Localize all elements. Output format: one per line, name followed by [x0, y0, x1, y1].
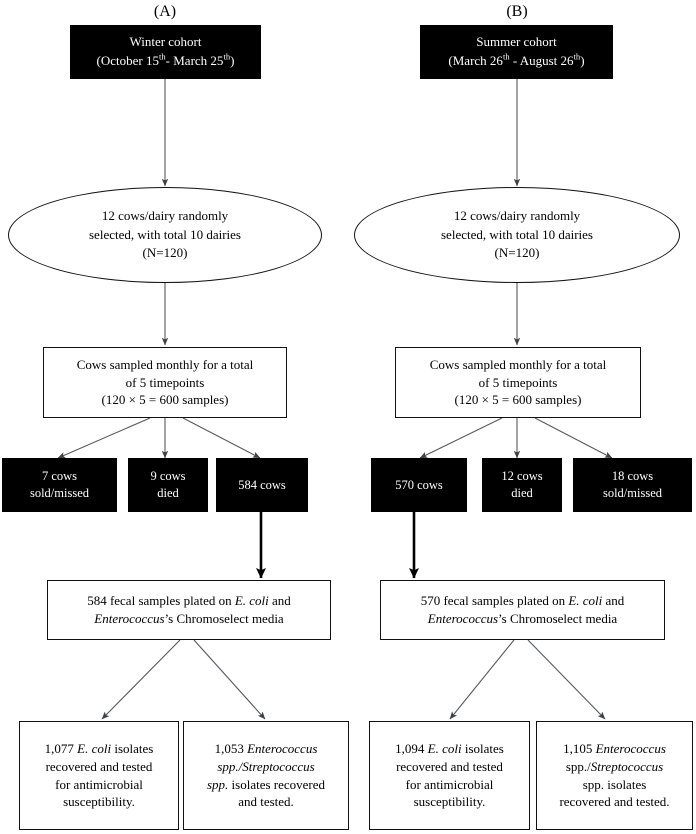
node-a-sampling-ellipse: 12 cows/dairy randomly selected, with to… — [8, 187, 322, 283]
node-b-attrition-remaining: 570 cows — [371, 458, 467, 512]
edge-b-timepoints-to-remaining — [419, 417, 503, 459]
node-b-attrition-2-line1: 18 cows — [611, 469, 654, 484]
node-b-header-line1: Summer cohort — [476, 34, 557, 50]
node-a-outcome-ecoli: 1,077 E. coli isolates recovered and tes… — [19, 721, 179, 830]
node-a-timepoints-box: Cows sampled monthly for a total of 5 ti… — [43, 347, 287, 418]
node-b-outcome-0-line2: recovered and tested — [396, 758, 503, 774]
node-b-timepoints-line1: Cows sampled monthly for a total — [429, 356, 607, 372]
node-a-ellipse-line1: 12 cows/dairy randomly — [101, 207, 229, 223]
node-b-attrition-1-line2: died — [511, 486, 533, 500]
node-a-attrition-remaining: 584 cows — [216, 458, 308, 512]
edge-a-timepoints-to-sold — [57, 417, 151, 459]
node-b-attrition-died: 12 cows died — [482, 458, 562, 512]
node-b-outcome-1-line3: spp. isolates — [582, 776, 647, 792]
node-b-outcome-1-line1: 1,105 Enterococcus — [563, 740, 666, 756]
node-b-plating-text: 570 fecal samples plated on E. coli and … — [420, 593, 625, 626]
node-b-outcome-ecoli: 1,094 E. coli isolates recovered and tes… — [369, 721, 530, 830]
node-b-ellipse-line1: 12 cows/dairy randomly — [453, 207, 581, 223]
node-a-timepoints-line3: (120 × 5 = 600 samples) — [101, 392, 229, 408]
node-a-timepoints-line1: Cows sampled monthly for a total — [76, 356, 254, 372]
node-b-outcome-0-line3: for antimicrobial — [405, 776, 494, 792]
node-a-outcome-1-line4: and tested. — [238, 794, 294, 810]
node-b-plating-box: 570 fecal samples plated on E. coli and … — [380, 580, 665, 640]
panel-label-a: (A) — [153, 3, 177, 20]
node-b-outcome-1-line2: spp./Streptococcus — [565, 758, 664, 774]
node-a-outcome-1-line1: 1,053 Enterococcus — [214, 740, 318, 756]
node-a-attrition-sold-missed: 7 cows sold/missed — [2, 458, 117, 512]
node-b-attrition-0-line1: 570 cows — [395, 477, 443, 492]
edge-a-plating-to-entero — [193, 639, 266, 720]
node-b-header-line2: (March 26th - August 26th) — [448, 51, 585, 68]
edge-b-timepoints-to-sold — [534, 417, 613, 459]
node-a-timepoints-line2: of 5 timepoints — [125, 374, 205, 390]
node-a-ellipse-line3: (N=120) — [142, 245, 188, 261]
node-b-ellipse-line2: selected, with total 10 dairies — [441, 226, 593, 242]
node-a-attrition-1-line2: died — [157, 486, 179, 500]
node-a-header-line2: (October 15th- March 25th) — [96, 51, 235, 68]
node-b-timepoints-line3: (120 × 5 = 600 samples) — [454, 392, 582, 408]
node-a-header-line1: Winter cohort — [129, 34, 202, 50]
node-a-attrition-0-line2: sold/missed — [29, 486, 90, 500]
node-b-attrition-1-line1: 12 cows — [501, 469, 543, 484]
node-a-outcome-1-line2: spp./Streptococcus — [217, 758, 315, 774]
edge-b-plating-to-ecoli — [449, 639, 515, 720]
edge-a-plating-to-ecoli — [101, 639, 181, 720]
panel-label-b: (B) — [506, 3, 528, 20]
node-a-plating-text: 584 fecal samples plated on E. coli and … — [87, 593, 291, 626]
node-b-attrition-2-line2: sold/missed — [602, 486, 663, 500]
node-a-plating-box: 584 fecal samples plated on E. coli and … — [47, 580, 331, 640]
node-b-attrition-sold-missed: 18 cows sold/missed — [573, 458, 692, 512]
node-a-outcome-enterococcus: 1,053 Enterococcus spp./Streptococcus sp… — [183, 721, 349, 830]
node-b-outcome-1-line4: recovered and tested. — [559, 794, 670, 810]
edge-b-plating-to-entero — [527, 639, 606, 720]
node-a-attrition-died: 9 cows died — [128, 458, 208, 512]
node-a-outcome-0-line4: susceptibility. — [63, 794, 135, 810]
node-a-attrition-0-line1: 7 cows — [41, 469, 78, 484]
node-a-attrition-2-line1: 584 cows — [238, 477, 286, 492]
node-a-outcome-1-line3: spp. isolates recovered — [206, 776, 326, 792]
node-a-ellipse-line2: selected, with total 10 dairies — [89, 226, 241, 242]
node-a-outcome-0-line3: for antimicrobial — [55, 776, 143, 792]
node-b-timepoints-line2: of 5 timepoints — [478, 374, 558, 390]
node-b-header-summer-cohort: Summer cohort (March 26th - August 26th) — [420, 25, 613, 79]
node-a-outcome-0-line1: 1,077 E. coli isolates — [44, 740, 154, 756]
node-b-sampling-ellipse: 12 cows/dairy randomly selected, with to… — [354, 187, 680, 283]
node-a-header-winter-cohort: Winter cohort (October 15th- March 25th) — [70, 25, 261, 79]
node-b-ellipse-line3: (N=120) — [494, 245, 540, 261]
node-b-outcome-enterococcus: 1,105 Enterococcus spp./Streptococcus sp… — [536, 721, 693, 830]
node-a-outcome-0-line2: recovered and tested — [45, 758, 153, 774]
node-b-outcome-0-line4: susceptibility. — [413, 794, 486, 810]
edge-a-timepoints-to-remaining — [182, 417, 261, 459]
node-b-outcome-0-line1: 1,094 E. coli isolates — [395, 740, 504, 756]
node-b-timepoints-box: Cows sampled monthly for a total of 5 ti… — [395, 347, 641, 418]
node-a-attrition-1-line1: 9 cows — [150, 469, 186, 484]
